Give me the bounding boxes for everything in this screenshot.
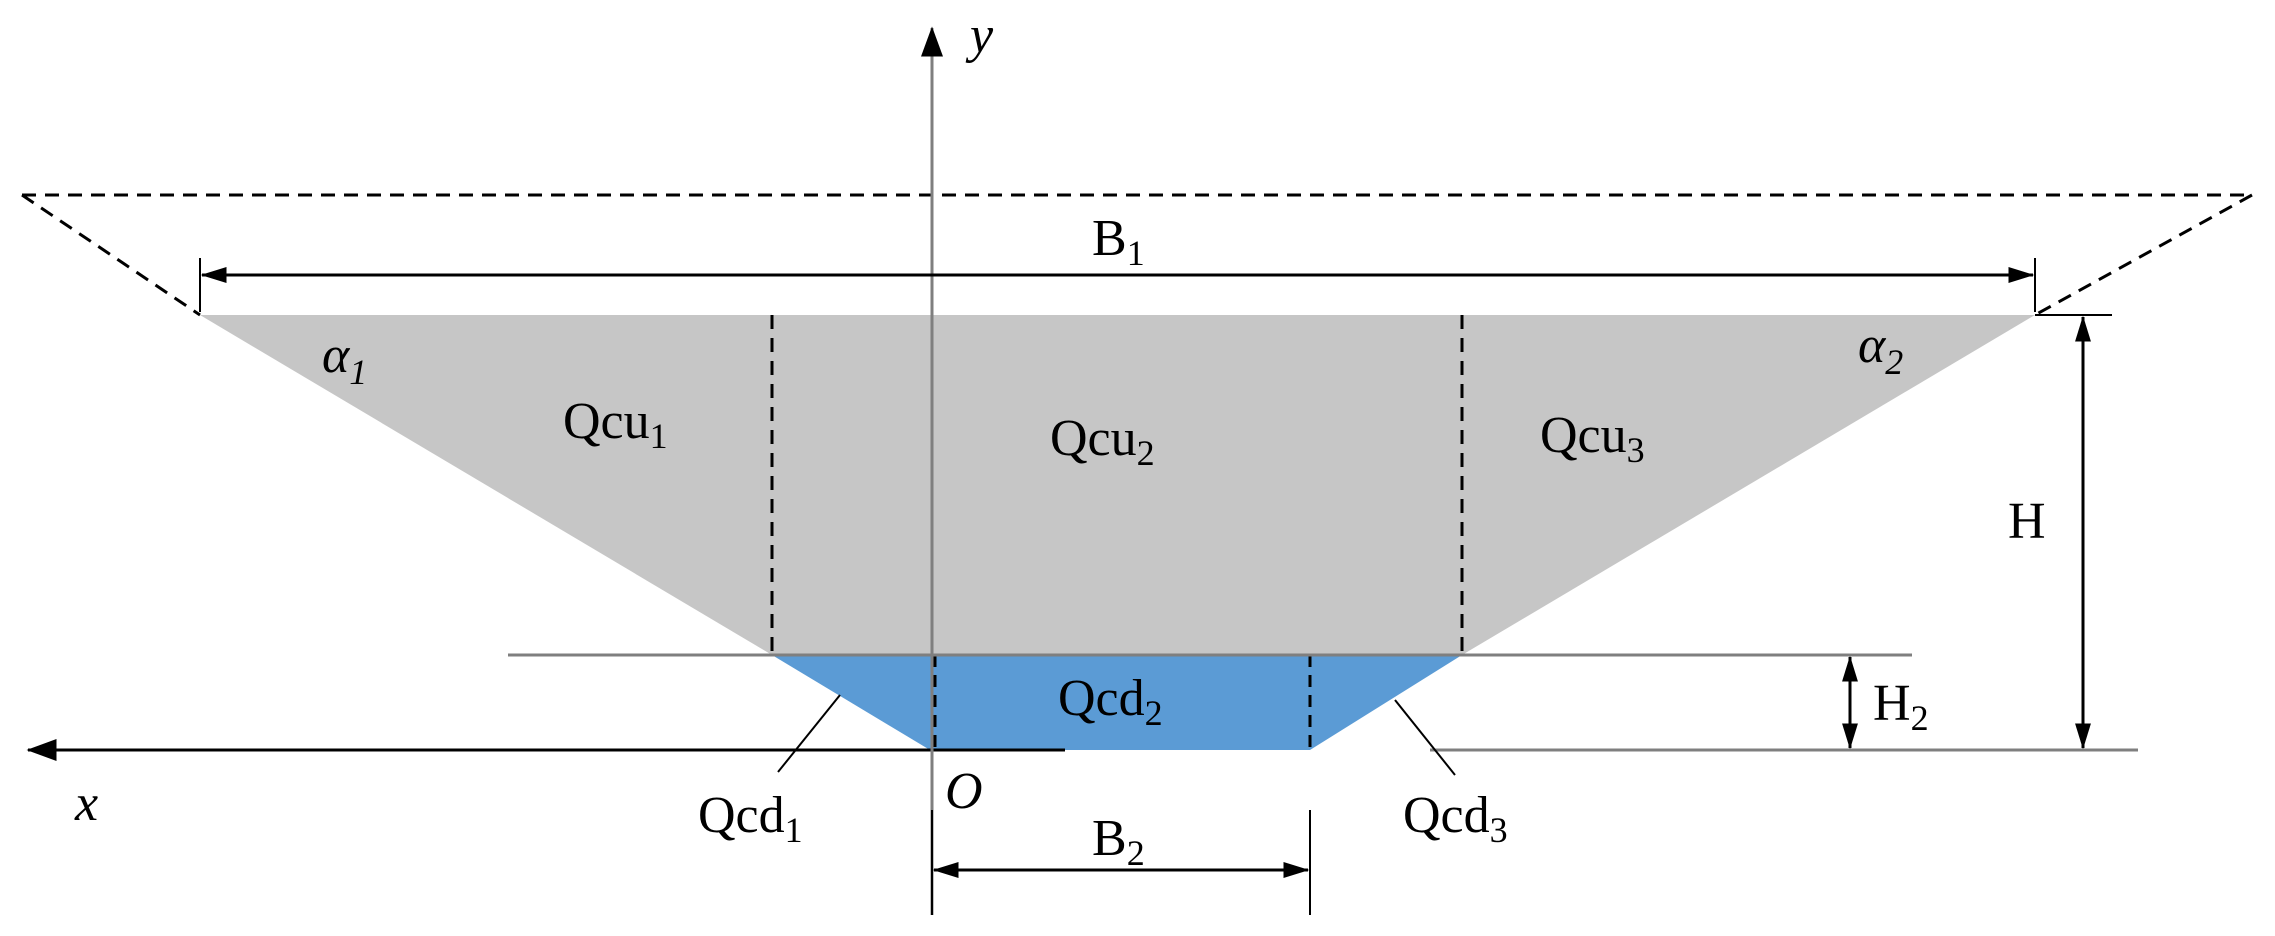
lower-flow-region [772,655,1462,750]
y-axis-label: y [965,7,994,64]
qcd3-label: Qcd3 [1403,787,1508,850]
b1-label: B1 [1092,210,1145,273]
qcu3-label: Qcu3 [1540,407,1645,470]
b2-label: B2 [1092,810,1145,873]
qcu1-label: Qcu1 [563,393,668,456]
alpha-1-label: α1 [322,327,367,392]
x-axis-label: x [74,775,98,832]
h-label: H [2008,493,2046,550]
qcd2-label: Qcd2 [1058,670,1163,733]
qcd3-leader-line [1394,699,1456,776]
h2-label: H2 [1873,675,1929,738]
left-bank-extension-dashed [21,193,201,317]
qcu2-label: Qcu2 [1050,410,1155,473]
qcd1-leader-line [777,694,841,773]
right-bank-extension-dashed [2034,193,2253,317]
origin-label: O [945,763,983,820]
qcd1-label: Qcd1 [698,787,803,850]
upper-flow-region [200,315,2035,655]
alpha-2-label: α2 [1858,317,1903,382]
